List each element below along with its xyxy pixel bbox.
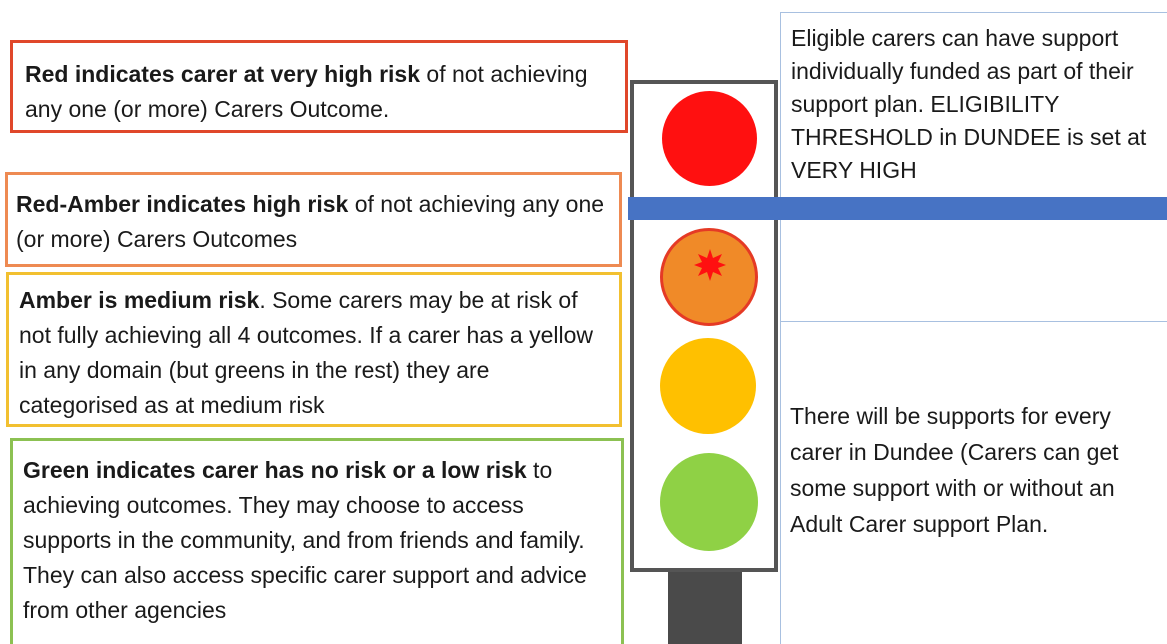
legend-green-bold: Green indicates carer has no risk or a l…	[23, 457, 527, 483]
legend-red-text: of not achieving any one (or more) Carer…	[25, 61, 588, 122]
legend-red-amber-text: of not achieving any one (or more) Carer…	[16, 191, 605, 252]
eligibility-text: Eligible carers can have support individ…	[791, 25, 1147, 183]
panel-divider	[780, 321, 1167, 322]
red-light	[662, 91, 757, 186]
legend-amber-bold: Amber is medium risk	[19, 287, 260, 313]
legend-amber-box: Amber is medium risk. Some carers may be…	[6, 272, 622, 427]
eligibility-panel: Eligible carers can have support individ…	[780, 12, 1167, 197]
supports-panel	[780, 220, 1167, 644]
green-light	[660, 453, 758, 551]
eligibility-threshold-line	[628, 197, 1167, 220]
supports-text: There will be supports for every carer i…	[790, 403, 1119, 537]
legend-red-bold: Red indicates carer at very high risk	[25, 61, 421, 87]
starburst-icon	[694, 249, 726, 281]
legend-amber-text: . Some carers may be at risk of not full…	[19, 287, 594, 418]
legend-green-text: to achieving outcomes. They may choose t…	[23, 457, 587, 623]
legend-red-amber-bold: Red-Amber indicates high risk	[16, 191, 349, 217]
legend-red-amber-box: Red-Amber indicates high risk of not ach…	[5, 172, 622, 267]
legend-green-box: Green indicates carer has no risk or a l…	[10, 438, 624, 644]
amber-light	[660, 338, 756, 434]
legend-red-box: Red indicates carer at very high risk of…	[10, 40, 628, 133]
traffic-light-pole	[668, 568, 742, 644]
